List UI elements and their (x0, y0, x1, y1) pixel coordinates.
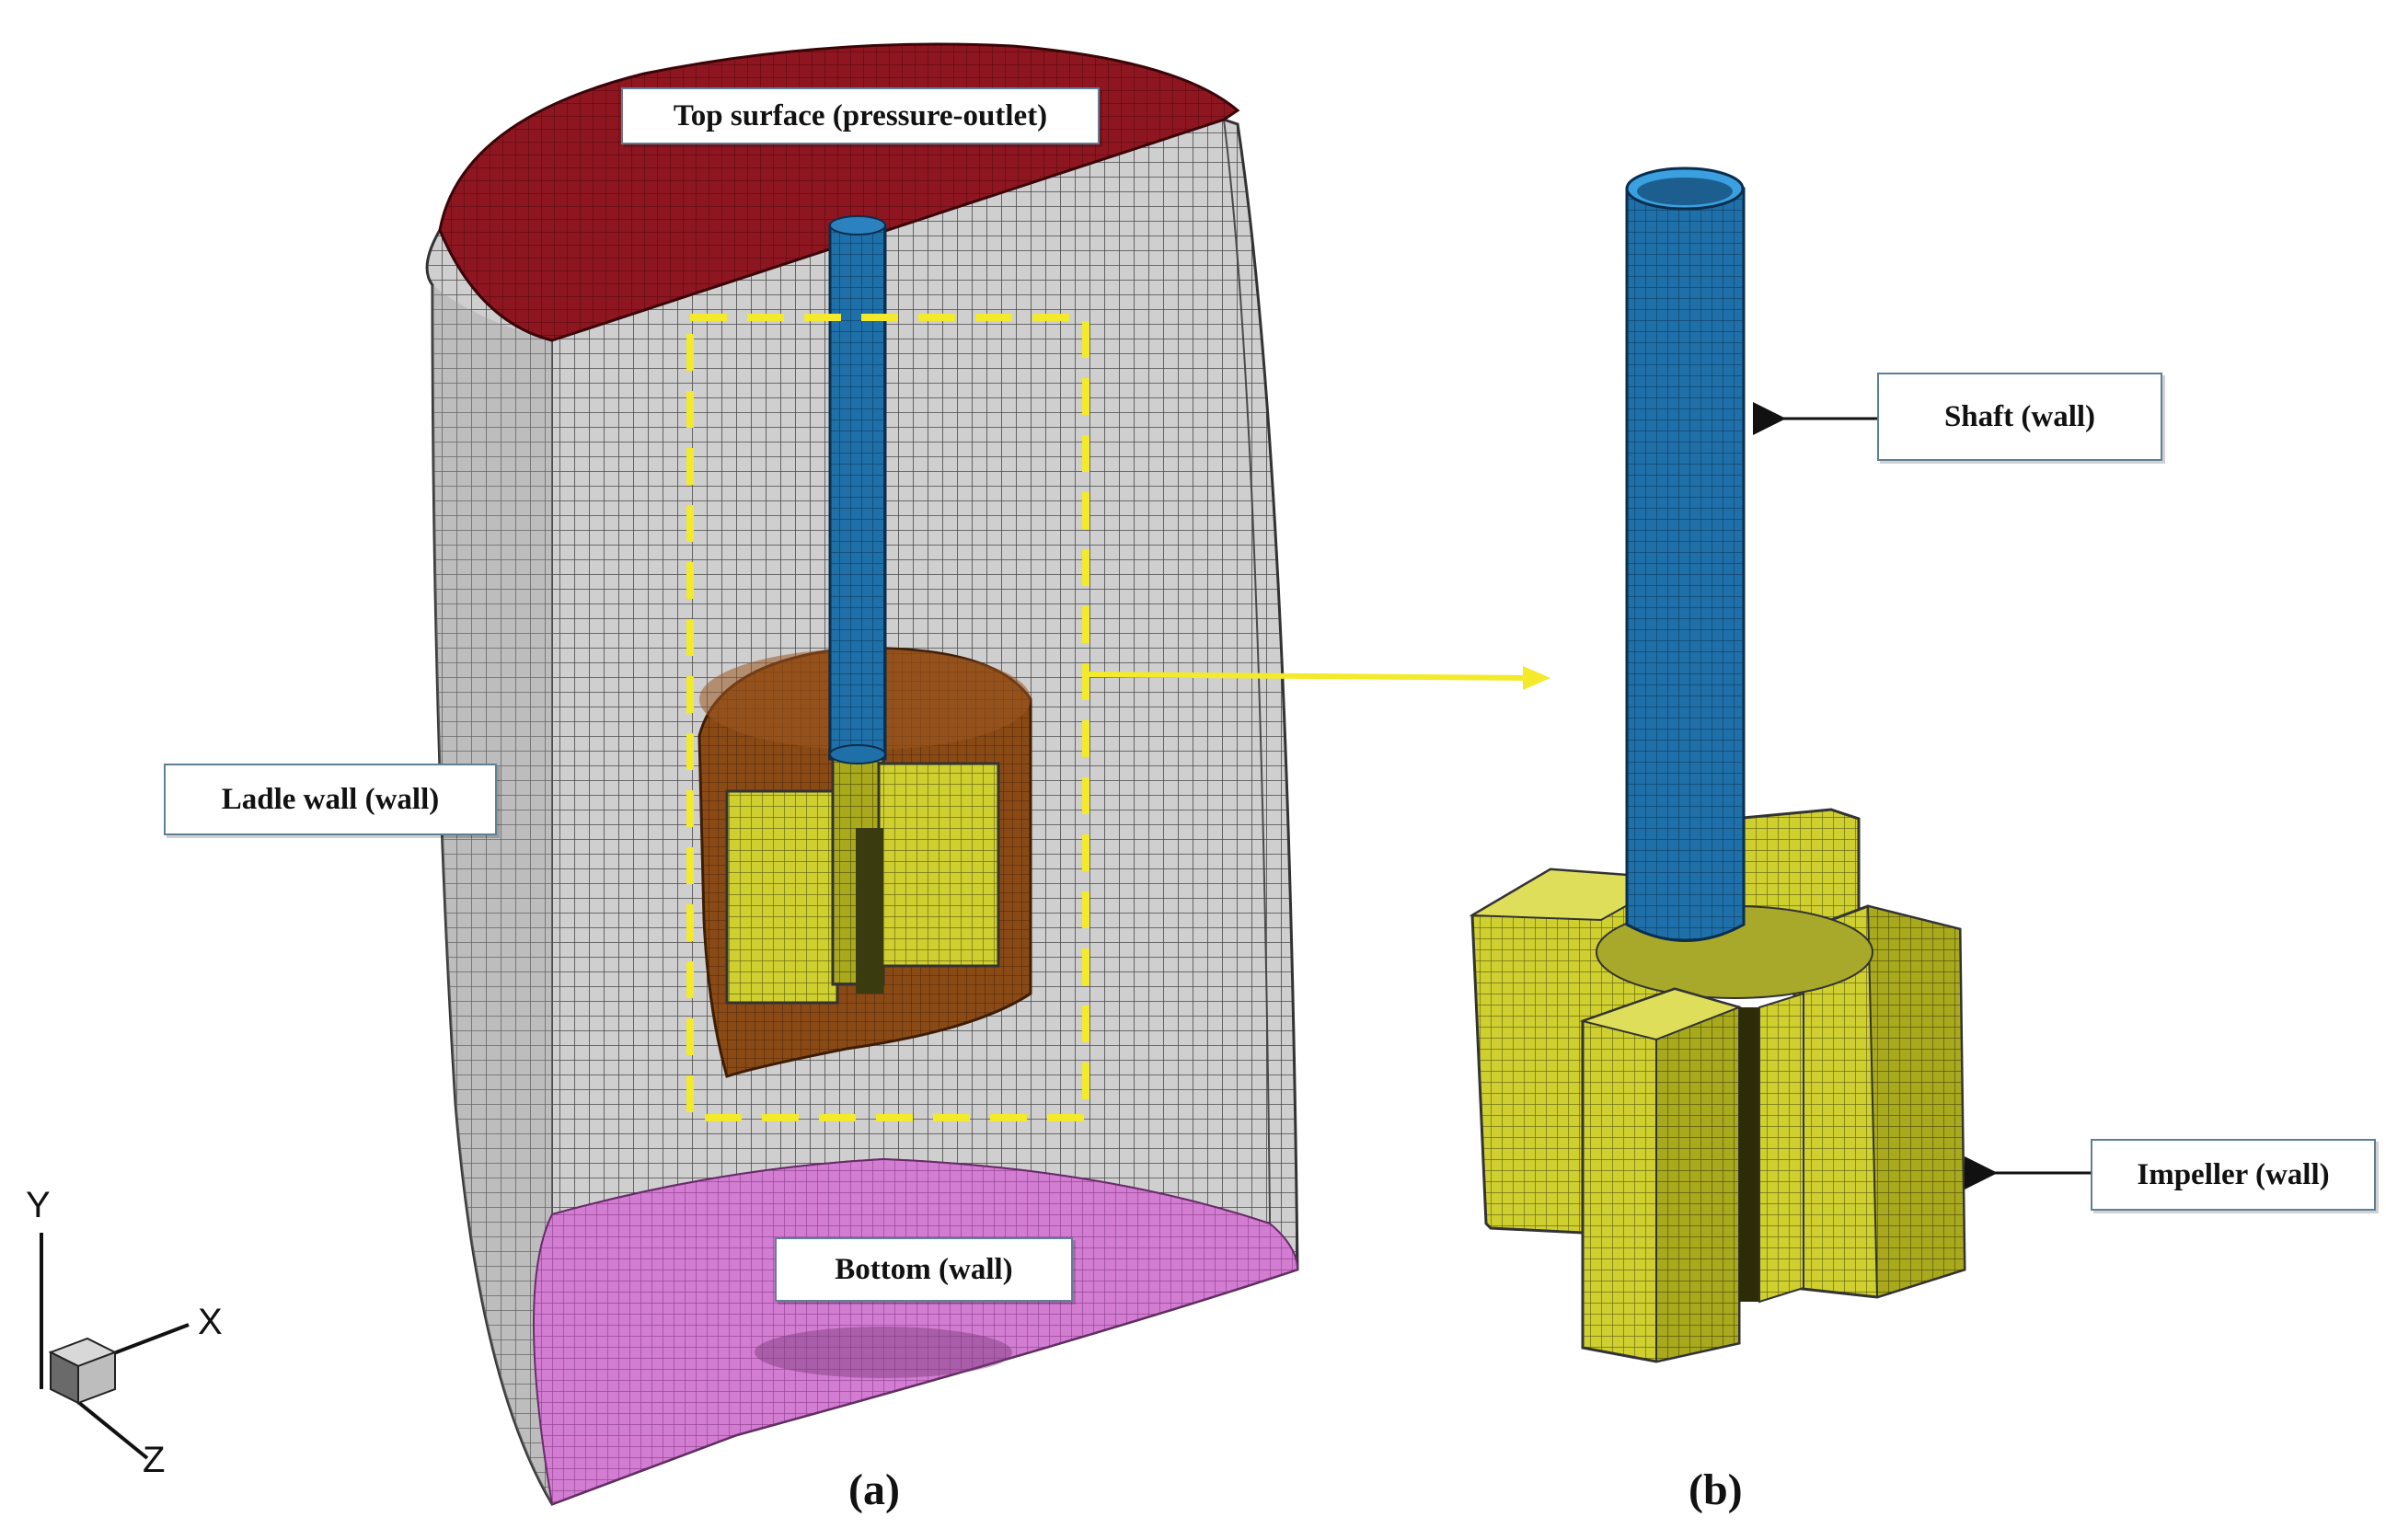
bottom-surface (533, 1157, 1299, 1506)
axis-label-z: Z (143, 1440, 166, 1480)
axis-label-y: Y (26, 1185, 51, 1225)
rotating-zone (697, 647, 1032, 1078)
impeller-inside-ladle (725, 753, 1000, 1005)
label-bottom: Bottom (wall) (775, 1237, 1073, 1302)
caption-b: (b) (1689, 1465, 1743, 1514)
shaft (1625, 167, 1746, 942)
axis-triad (40, 1233, 190, 1460)
label-ladle-wall: Ladle wall (wall) (164, 764, 497, 835)
caption-a: (a) (848, 1465, 900, 1514)
impeller-model (1469, 167, 1966, 1363)
zoom-highlight-box (686, 314, 1089, 1121)
zoom-arrow (1085, 666, 1550, 690)
label-shaft: Shaft (wall) (1877, 373, 2162, 461)
shaft-in-ladle (828, 215, 887, 764)
ladle-model (425, 42, 1299, 1506)
axis-label-x: X (198, 1302, 223, 1342)
label-top-surface: Top surface (pressure-outlet) (621, 87, 1100, 144)
label-impeller: Impeller (wall) (2091, 1139, 2376, 1211)
